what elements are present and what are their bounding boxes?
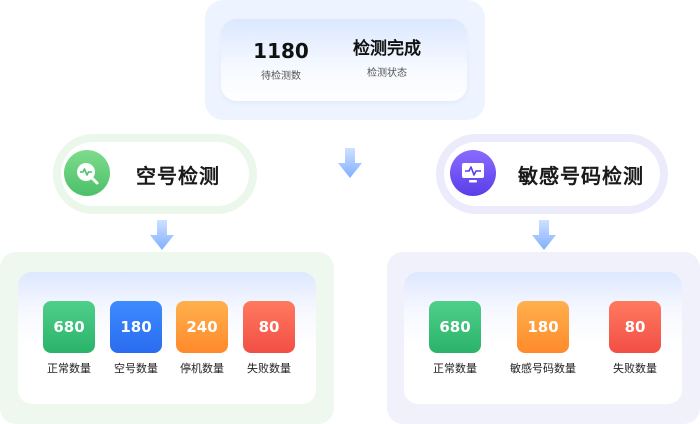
sensitive-count-tile: 180	[517, 301, 569, 353]
suspended-count-label: 停机数量	[180, 362, 224, 375]
sensitive-number-results-card: 680 正常数量 180 敏感号码数量 80 失败数量	[404, 272, 682, 404]
arrow-down-icon	[532, 220, 556, 250]
normal-count-tile: 680	[429, 301, 481, 353]
pending-count: 1180	[253, 39, 309, 63]
failed-count-label: 失败数量	[247, 362, 291, 375]
arrow-down-icon	[150, 220, 174, 250]
sensitive-count-label: 敏感号码数量	[510, 362, 576, 375]
status-stat: 检测完成 检测状态	[337, 39, 437, 80]
magnifier-pulse-icon	[64, 150, 110, 196]
empty-count-label: 空号数量	[114, 362, 158, 375]
normal-count-label: 正常数量	[433, 362, 477, 375]
normal-count-tile: 680	[43, 301, 95, 353]
monitor-pulse-icon	[450, 150, 496, 196]
pending-count-stat: 1180 待检测数	[241, 41, 321, 82]
suspended-count-tile: 240	[176, 301, 228, 353]
normal-count-label: 正常数量	[47, 362, 91, 375]
status-label: 检测状态	[367, 68, 407, 79]
status-value: 检测完成	[353, 39, 421, 59]
summary-card: 1180 待检测数 检测完成 检测状态	[221, 19, 467, 101]
empty-number-results-card: 680 正常数量 180 空号数量 240 停机数量 80 失败数量	[18, 272, 316, 404]
pending-count-label: 待检测数	[261, 71, 301, 82]
category-title: 空号检测	[136, 164, 220, 188]
empty-count-tile: 180	[110, 301, 162, 353]
failed-count-label: 失败数量	[613, 362, 657, 375]
failed-count-tile: 80	[609, 301, 661, 353]
arrow-down-icon	[338, 148, 362, 178]
category-title: 敏感号码检测	[518, 164, 644, 188]
failed-count-tile: 80	[243, 301, 295, 353]
